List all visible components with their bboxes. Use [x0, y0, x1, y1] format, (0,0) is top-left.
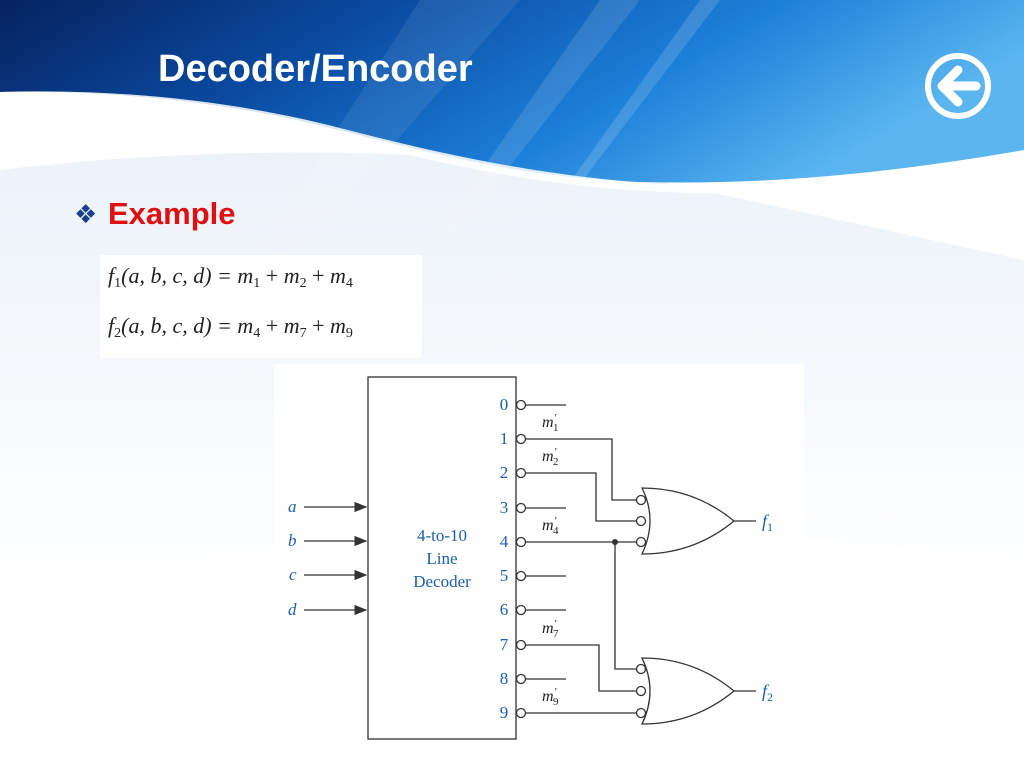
- output-label-7: 7: [500, 635, 509, 654]
- eq-term-sub: 7: [299, 326, 307, 341]
- wire-label-m2: m′2: [542, 446, 558, 468]
- wire-label-m4: m′4: [542, 515, 559, 537]
- arrow-left-circle-icon[interactable]: [922, 50, 994, 122]
- wire-label-m1: m′1: [542, 412, 558, 434]
- or-gate-2: [635, 657, 756, 725]
- eq-term-sub: 4: [253, 326, 261, 341]
- eq-term-sub: 2: [299, 276, 307, 291]
- gate-output-f1: f1: [762, 511, 773, 534]
- output-stubs: [526, 404, 566, 680]
- bullet-heading: Example: [108, 196, 236, 231]
- input-label-d: d: [288, 600, 297, 619]
- equations-box: f1(a, b, c, d) = m1 + m2 + m4 f2(a, b, c…: [100, 255, 422, 358]
- output-label-9: 9: [500, 703, 509, 722]
- decoder-label-line2: Line: [426, 549, 457, 568]
- input-label-c: c: [289, 565, 297, 584]
- eq-fn: f: [108, 313, 115, 338]
- eq-fn-sub: 1: [114, 276, 122, 291]
- output-label-3: 3: [500, 498, 509, 517]
- output-label-2: 2: [500, 463, 509, 482]
- equation-f2: f2(a, b, c, d) = m4 + m7 + m9: [108, 313, 353, 341]
- output-label-6: 6: [500, 600, 509, 619]
- junction-dot: [612, 539, 618, 545]
- input-wires: [304, 501, 368, 616]
- output-label-1: 1: [500, 429, 509, 448]
- eq-term: m: [237, 313, 254, 338]
- eq-args: (a, b, c, d) =: [121, 263, 238, 288]
- connection-wires: [526, 438, 636, 714]
- eq-term-sub: 9: [345, 326, 353, 341]
- or-gate-1: [635, 487, 756, 555]
- wire-label-m9: m′9: [542, 686, 559, 708]
- eq-fn: f: [108, 263, 115, 288]
- eq-term-sub: 1: [253, 276, 261, 291]
- eq-term: m: [330, 263, 346, 288]
- output-label-8: 8: [500, 669, 509, 688]
- wire-labels: m′1 m′2 m′4 m′7 m′9: [542, 412, 559, 708]
- eq-term: m: [330, 313, 346, 338]
- eq-term: m: [237, 263, 254, 288]
- diamond-bullet-icon: ❖: [74, 200, 98, 230]
- input-label-b: b: [288, 531, 297, 550]
- output-label-5: 5: [500, 566, 509, 585]
- equation-f1: f1(a, b, c, d) = m1 + m2 + m4: [108, 263, 353, 291]
- output-bubbles: [515, 399, 527, 719]
- decoder-circuit-diagram: 4-to-10 Line Decoder a b c d 0 1 2 3 4 5…: [274, 364, 804, 746]
- decoder-label-line3: Decoder: [413, 572, 471, 591]
- decoder-label-line1: 4-to-10: [417, 526, 467, 545]
- eq-term-sub: 4: [345, 276, 353, 291]
- eq-term: m: [283, 263, 300, 288]
- output-label-0: 0: [500, 395, 509, 414]
- eq-args: (a, b, c, d) =: [121, 313, 238, 338]
- gate-output-f2: f2: [762, 681, 773, 704]
- eq-fn-sub: 2: [114, 326, 122, 341]
- output-label-4: 4: [500, 532, 509, 551]
- input-label-a: a: [288, 497, 297, 516]
- decoder-block: [367, 376, 517, 740]
- slide-title: Decoder/Encoder: [158, 48, 473, 90]
- output-labels: 0 1 2 3 4 5 6 7 8 9: [500, 395, 509, 722]
- wire-label-m7: m′7: [542, 618, 559, 640]
- eq-term: m: [283, 313, 300, 338]
